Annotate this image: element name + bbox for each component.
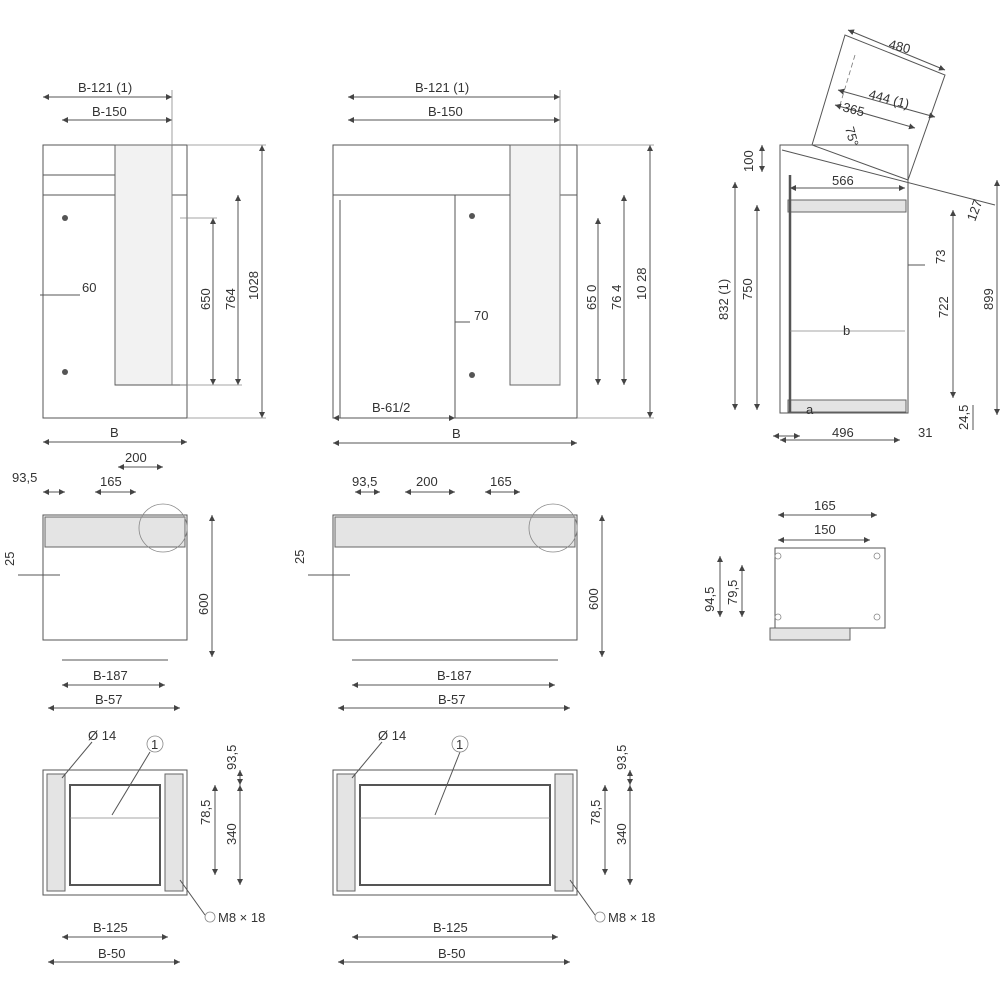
dim-340: 340: [224, 823, 239, 845]
dim-93-5: 93,5: [12, 470, 37, 485]
dim-764: 76 4: [609, 285, 624, 310]
dim-150: 150: [814, 522, 836, 537]
dim-165: 165: [814, 498, 836, 513]
dim-b57: B-57: [95, 692, 122, 707]
dim-a-label: a: [806, 402, 814, 417]
dim-93-5: 93,5: [224, 745, 239, 770]
base-view-single: Ø 14 1 93,5 78,5 340 M8 × 18 B-125 B-50: [42, 728, 265, 965]
dim-b50: B-50: [438, 946, 465, 961]
dim-94-5: 94,5: [702, 587, 717, 612]
dim-200: 200: [125, 450, 147, 465]
dim-b187: B-187: [93, 668, 128, 683]
dim-b187: B-187: [437, 668, 472, 683]
dim-b121: B-121 (1): [415, 80, 469, 95]
dim-496: 496: [832, 425, 854, 440]
dim-1028: 1028: [246, 271, 261, 300]
dim-650: 650: [198, 288, 213, 310]
screw-label: M8 × 18: [608, 910, 655, 925]
ref-marker: 1: [151, 737, 158, 752]
dim-165: 165: [490, 474, 512, 489]
dim-764: 764: [223, 288, 238, 310]
dim-60: 60: [82, 280, 96, 295]
dim-78-5: 78,5: [588, 800, 603, 825]
dim-600: 600: [196, 593, 211, 615]
dim-73: 73: [933, 250, 948, 264]
dim-480: 480: [887, 36, 912, 56]
dim-70: 70: [474, 308, 488, 323]
dim-diameter: Ø 14: [378, 728, 406, 743]
dim-b125: B-125: [93, 920, 128, 935]
dim-b-label: b: [843, 323, 850, 338]
dim-93-5: 93,5: [352, 474, 377, 489]
dim-899: 899: [981, 288, 996, 310]
dim-angle: 75°: [842, 125, 862, 148]
dim-365: 365: [841, 99, 866, 119]
dim-78-5: 78,5: [198, 800, 213, 825]
front-view-double: B-121 (1) B-150 70 65 0 76 4 10 28 B-61/…: [332, 80, 654, 446]
dim-diameter: Ø 14: [88, 728, 116, 743]
screw-label: M8 × 18: [218, 910, 265, 925]
plan-view-double: 93,5 200 165 25 600 B-187 B-57: [292, 474, 605, 711]
dim-b50: B-50: [98, 946, 125, 961]
dim-832: 832 (1): [716, 279, 731, 320]
dim-127: 127: [964, 198, 986, 224]
dim-93-5: 93,5: [614, 745, 629, 770]
dim-b: B: [452, 426, 461, 441]
dim-b61: B-61/2: [372, 400, 410, 415]
dim-24-5: 24,5: [956, 405, 971, 430]
dim-566: 566: [832, 173, 854, 188]
dim-b: B: [110, 425, 119, 440]
dim-650: 65 0: [584, 285, 599, 310]
dim-31: 31: [918, 425, 932, 440]
base-view-double: Ø 14 1 93,5 78,5 340 M8 × 18 B-125 B-50: [332, 728, 655, 965]
dim-25: 25: [2, 552, 17, 566]
dim-165: 165: [100, 474, 122, 489]
side-view: 480 444 (1) 365 75° 100 566 127 73 832 (…: [716, 29, 1000, 443]
dim-b121: B-121 (1): [78, 80, 132, 95]
dim-1028: 10 28: [634, 267, 649, 300]
dim-b125: B-125: [433, 920, 468, 935]
dim-200: 200: [416, 474, 438, 489]
dim-79-5: 79,5: [725, 580, 740, 605]
dim-b57: B-57: [438, 692, 465, 707]
dim-100: 100: [741, 150, 756, 172]
dim-25: 25: [292, 550, 307, 564]
dim-600: 600: [586, 588, 601, 610]
dim-750: 750: [740, 278, 755, 300]
dim-722: 722: [936, 296, 951, 318]
dim-b150: B-150: [92, 104, 127, 119]
dim-b150: B-150: [428, 104, 463, 119]
ref-marker: 1: [456, 737, 463, 752]
plan-view-single: 93,5 200 165 25 600 B-187 B-57: [2, 450, 215, 711]
dim-340: 340: [614, 823, 629, 845]
detail-view: 165 150 94,5 79,5: [702, 498, 886, 641]
dim-444: 444 (1): [867, 86, 911, 111]
front-view-single: B-121 (1) B-150 60 650 764 1028 B: [40, 80, 266, 445]
